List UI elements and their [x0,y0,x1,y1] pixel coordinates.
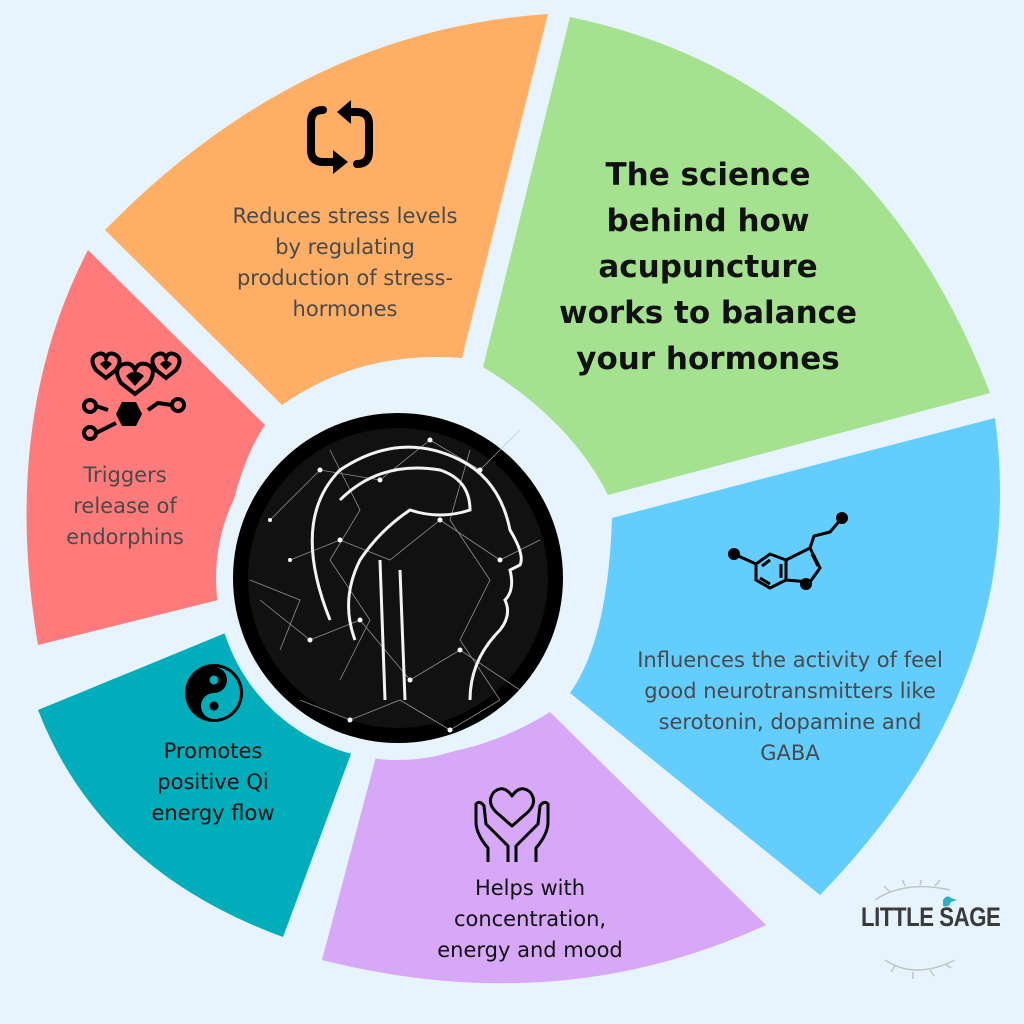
segment-neuro [570,418,1000,895]
segment-qi-text: Promotes positive Qi energy flow [151,739,275,825]
page-title: The science behind how acupuncture works… [548,152,868,382]
title-line: acupuncture [598,249,818,285]
segment-endorphins [26,250,265,645]
segment-endorphins-text: Triggers release of endorphins [66,463,184,549]
serotonin-molecule-icon [728,512,848,590]
hearts-molecule-icon [82,351,186,441]
title-line: The science [605,157,811,193]
little-sage-logo: LITTLE SAGE [855,880,1001,980]
title-line: works to balance [558,295,858,331]
title-line: your hormones [576,341,840,377]
bird-icon [943,896,957,907]
hands-heart-icon [474,787,550,862]
leaf-wreath-icon [874,880,957,979]
segment-stress-text: Reduces stress levels by regulating prod… [232,204,458,321]
segment-mood [322,712,766,984]
segment-stress [105,14,548,405]
segment-title [483,17,990,495]
segment-neuro-text: Influences the activity of feel good neu… [637,648,943,765]
refresh-cycle-icon [307,100,373,174]
logo-text: LITTLE SAGE [861,902,1001,932]
yin-yang-icon [185,664,243,722]
segment-mood-text: Helps with concentration, energy and moo… [437,876,623,962]
title-line: behind how [606,203,810,239]
